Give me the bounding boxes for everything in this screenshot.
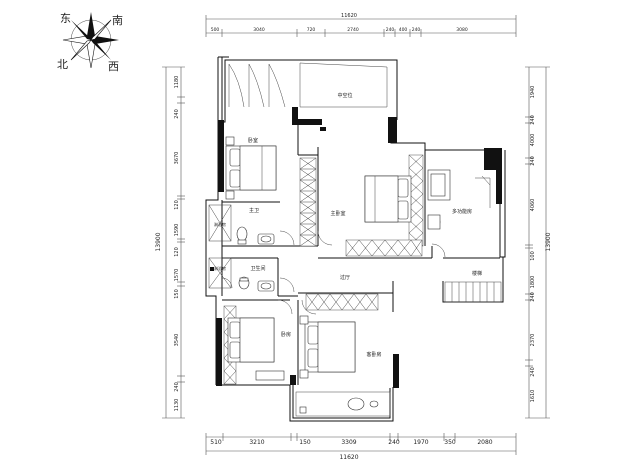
top-dim-8: 3080 bbox=[456, 27, 468, 33]
right-dim-9: 2370 bbox=[530, 334, 536, 347]
bottom-dim-2: 3210 bbox=[249, 439, 264, 446]
balcony-furniture bbox=[295, 391, 391, 417]
compass-north-label: 北 bbox=[57, 58, 68, 71]
bottom-total-dimension: 11620 bbox=[339, 454, 358, 461]
top-dimension-lines bbox=[205, 15, 517, 37]
bottom-dim-4: 3309 bbox=[341, 439, 356, 446]
top-total-dimension: 11620 bbox=[341, 13, 357, 19]
right-dim-2: 240 bbox=[530, 115, 536, 125]
compass-icon bbox=[62, 12, 119, 69]
compass-west-label: 西 bbox=[108, 60, 119, 73]
left-dim-7: 1570 bbox=[174, 269, 180, 282]
left-dim-3: 3670 bbox=[174, 152, 180, 165]
room-label-bedroom-top: 卧室 bbox=[248, 137, 258, 144]
room-label-void: 中空位 bbox=[337, 92, 352, 99]
left-dim-11: 1130 bbox=[174, 399, 180, 412]
room-label-bathroom: 卫生间 bbox=[250, 265, 265, 272]
multi-room-furniture bbox=[427, 169, 491, 230]
left-dim-9: 3540 bbox=[174, 334, 180, 347]
top-dim-7: 240 bbox=[412, 27, 421, 33]
left-dimension-lines bbox=[162, 66, 185, 419]
right-dim-5: 4060 bbox=[530, 199, 536, 212]
bottom-dimension-lines bbox=[205, 433, 517, 455]
top-dim-1: 500 bbox=[211, 27, 220, 33]
door-swings bbox=[221, 230, 446, 315]
left-dim-4: 120 bbox=[174, 200, 180, 210]
right-dim-8: 240 bbox=[530, 292, 536, 302]
right-dim-10: 240 bbox=[530, 367, 536, 377]
room-label-bedroom-bottom: 卧房 bbox=[281, 331, 291, 338]
bottom-dim-5: 240 bbox=[388, 439, 400, 446]
left-dim-1: 1180 bbox=[174, 76, 180, 89]
bottom-dim-1: 510 bbox=[210, 439, 222, 446]
bathroom-fixtures bbox=[208, 204, 275, 292]
left-dim-6: 120 bbox=[174, 247, 180, 257]
top-dim-2: 3040 bbox=[253, 27, 265, 33]
right-dim-4: 240 bbox=[530, 156, 536, 166]
room-label-shower-1: 淋浴房 bbox=[214, 221, 226, 227]
compass-south-label: 南 bbox=[112, 14, 123, 27]
right-dim-6: 100 bbox=[530, 251, 536, 261]
top-dim-4: 2740 bbox=[347, 27, 359, 33]
left-dim-10: 240 bbox=[174, 382, 180, 392]
room-label-multi-room: 多功能房 bbox=[452, 208, 472, 215]
right-dim-7: 1800 bbox=[530, 276, 536, 289]
right-dim-3: 4000 bbox=[530, 134, 536, 147]
bed-guest-bedroom bbox=[299, 315, 356, 379]
bottom-dim-8: 2080 bbox=[477, 439, 492, 446]
void-area bbox=[228, 62, 388, 108]
right-dimension-lines bbox=[525, 66, 550, 419]
bed-top-bedroom bbox=[225, 136, 277, 200]
top-dim-3: 720 bbox=[307, 27, 316, 33]
compass-east-label: 东 bbox=[60, 12, 71, 25]
room-label-guest-bedroom: 客卧房 bbox=[366, 351, 381, 358]
bottom-dim-6: 1970 bbox=[413, 439, 428, 446]
room-label-shower-2: 淋浴房 bbox=[214, 265, 226, 271]
left-dim-5: 1590 bbox=[174, 224, 180, 237]
top-dim-6: 400 bbox=[399, 27, 408, 33]
left-total-dimension: 13900 bbox=[155, 232, 162, 251]
left-dim-2: 240 bbox=[174, 109, 180, 119]
exterior-walls bbox=[205, 56, 506, 422]
bed-master-bedroom bbox=[364, 175, 412, 223]
bottom-dim-3: 150 bbox=[299, 439, 311, 446]
left-dim-8: 150 bbox=[174, 289, 180, 299]
top-dim-5: 240 bbox=[386, 27, 395, 33]
stairs-icon bbox=[444, 281, 502, 303]
right-total-dimension: 13900 bbox=[545, 232, 552, 251]
room-label-bathroom-master: 主卫 bbox=[249, 207, 259, 214]
room-label-stairs: 楼梯 bbox=[472, 270, 482, 277]
bottom-dim-7: 350 bbox=[444, 439, 456, 446]
right-dim-1: 1940 bbox=[530, 86, 536, 99]
solid-walls bbox=[210, 107, 502, 388]
right-dim-11: 1610 bbox=[530, 390, 536, 403]
room-label-living-hall: 过厅 bbox=[340, 274, 350, 281]
room-label-master-bedroom: 主卧室 bbox=[330, 210, 345, 217]
bed-lower-bedroom bbox=[227, 317, 285, 381]
